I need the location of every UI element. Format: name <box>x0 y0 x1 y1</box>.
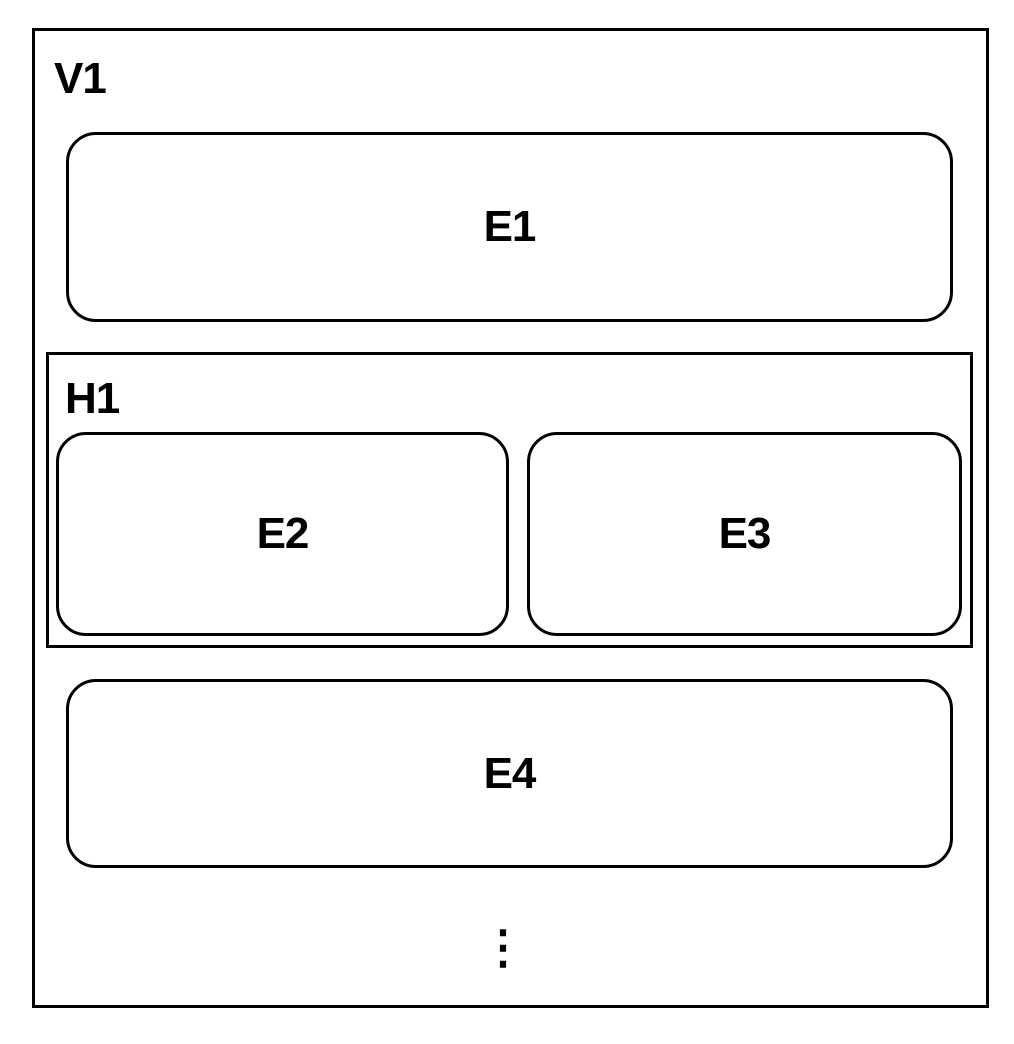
container-label-v1: V1 <box>54 54 107 103</box>
element-box-e2: E2 <box>56 432 509 636</box>
more-items-ellipsis-icon: ⋮ <box>480 921 526 973</box>
element-box-e3: E3 <box>527 432 962 636</box>
element-label-e2: E2 <box>256 509 310 558</box>
element-label-e3: E3 <box>718 509 772 558</box>
element-box-e4: E4 <box>66 679 953 868</box>
element-label-e4: E4 <box>483 748 537 798</box>
container-label-h1: H1 <box>65 374 120 423</box>
element-label-e1: E1 <box>483 202 537 251</box>
element-box-e1: E1 <box>66 132 953 322</box>
